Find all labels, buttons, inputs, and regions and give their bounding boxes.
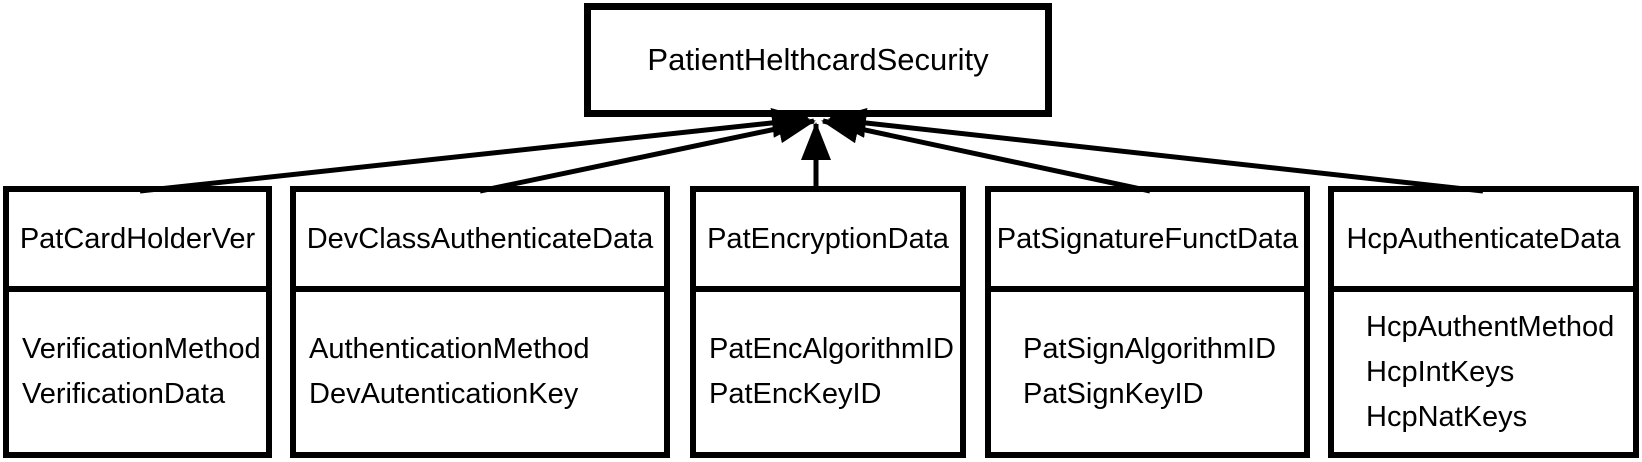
class-box-devclassauthenticatedata: DevClassAuthenticateData AuthenticationM…	[290, 186, 670, 458]
class-box-patienthelthcardsecurity: PatientHelthcardSecurity	[584, 3, 1052, 117]
class-box-patsignaturefunctdata: PatSignatureFunctData PatSignAlgorithmID…	[985, 186, 1310, 458]
class-attribute: VerificationData	[22, 378, 226, 410]
inheritance-arrow-patsignaturefunctdata	[821, 113, 1151, 194]
class-name: PatEncryptionData	[696, 192, 960, 292]
class-name: HcpAuthenticateData	[1334, 192, 1633, 292]
class-attribute: HcpAuthentMethod	[1366, 310, 1615, 343]
class-attributes: PatSignAlgorithmID PatSignKeyID	[991, 292, 1304, 452]
class-name: PatSignatureFunctData	[991, 192, 1304, 292]
class-attribute: AuthenticationMethod	[309, 333, 590, 365]
class-box-patencryptiondata: PatEncryptionData PatEncAlgorithmID PatE…	[690, 186, 966, 458]
class-attribute: PatSignAlgorithmID	[1023, 333, 1277, 365]
class-attributes: HcpAuthentMethod HcpIntKeys HcpNatKeys	[1334, 292, 1633, 452]
class-attribute: DevAutenticationKey	[309, 378, 579, 410]
class-attribute: HcpIntKeys	[1366, 355, 1515, 388]
class-attribute: HcpNatKeys	[1366, 400, 1528, 433]
class-box-patcardholderver: PatCardHolderVer VerificationMethod Veri…	[3, 186, 272, 458]
class-attribute: PatEncKeyID	[709, 378, 882, 410]
class-name: DevClassAuthenticateData	[296, 192, 664, 292]
inheritance-arrow-hcpauthenticatedata	[828, 108, 1484, 194]
class-attributes: AuthenticationMethod DevAutenticationKey	[296, 292, 664, 452]
class-attribute: VerificationMethod	[22, 333, 261, 365]
class-name: PatientHelthcardSecurity	[647, 42, 989, 77]
inheritance-arrow-devclassauthenticatedata	[479, 113, 816, 194]
class-box-hcpauthenticatedata: HcpAuthenticateData HcpAuthentMethod Hcp…	[1328, 186, 1639, 458]
inheritance-arrow-patcardholderver	[139, 107, 810, 194]
class-attribute: PatSignKeyID	[1023, 378, 1204, 410]
class-name: PatCardHolderVer	[9, 192, 266, 292]
class-attributes: PatEncAlgorithmID PatEncKeyID	[696, 292, 960, 452]
class-attributes: VerificationMethod VerificationData	[9, 292, 266, 452]
class-attribute: PatEncAlgorithmID	[709, 333, 954, 365]
